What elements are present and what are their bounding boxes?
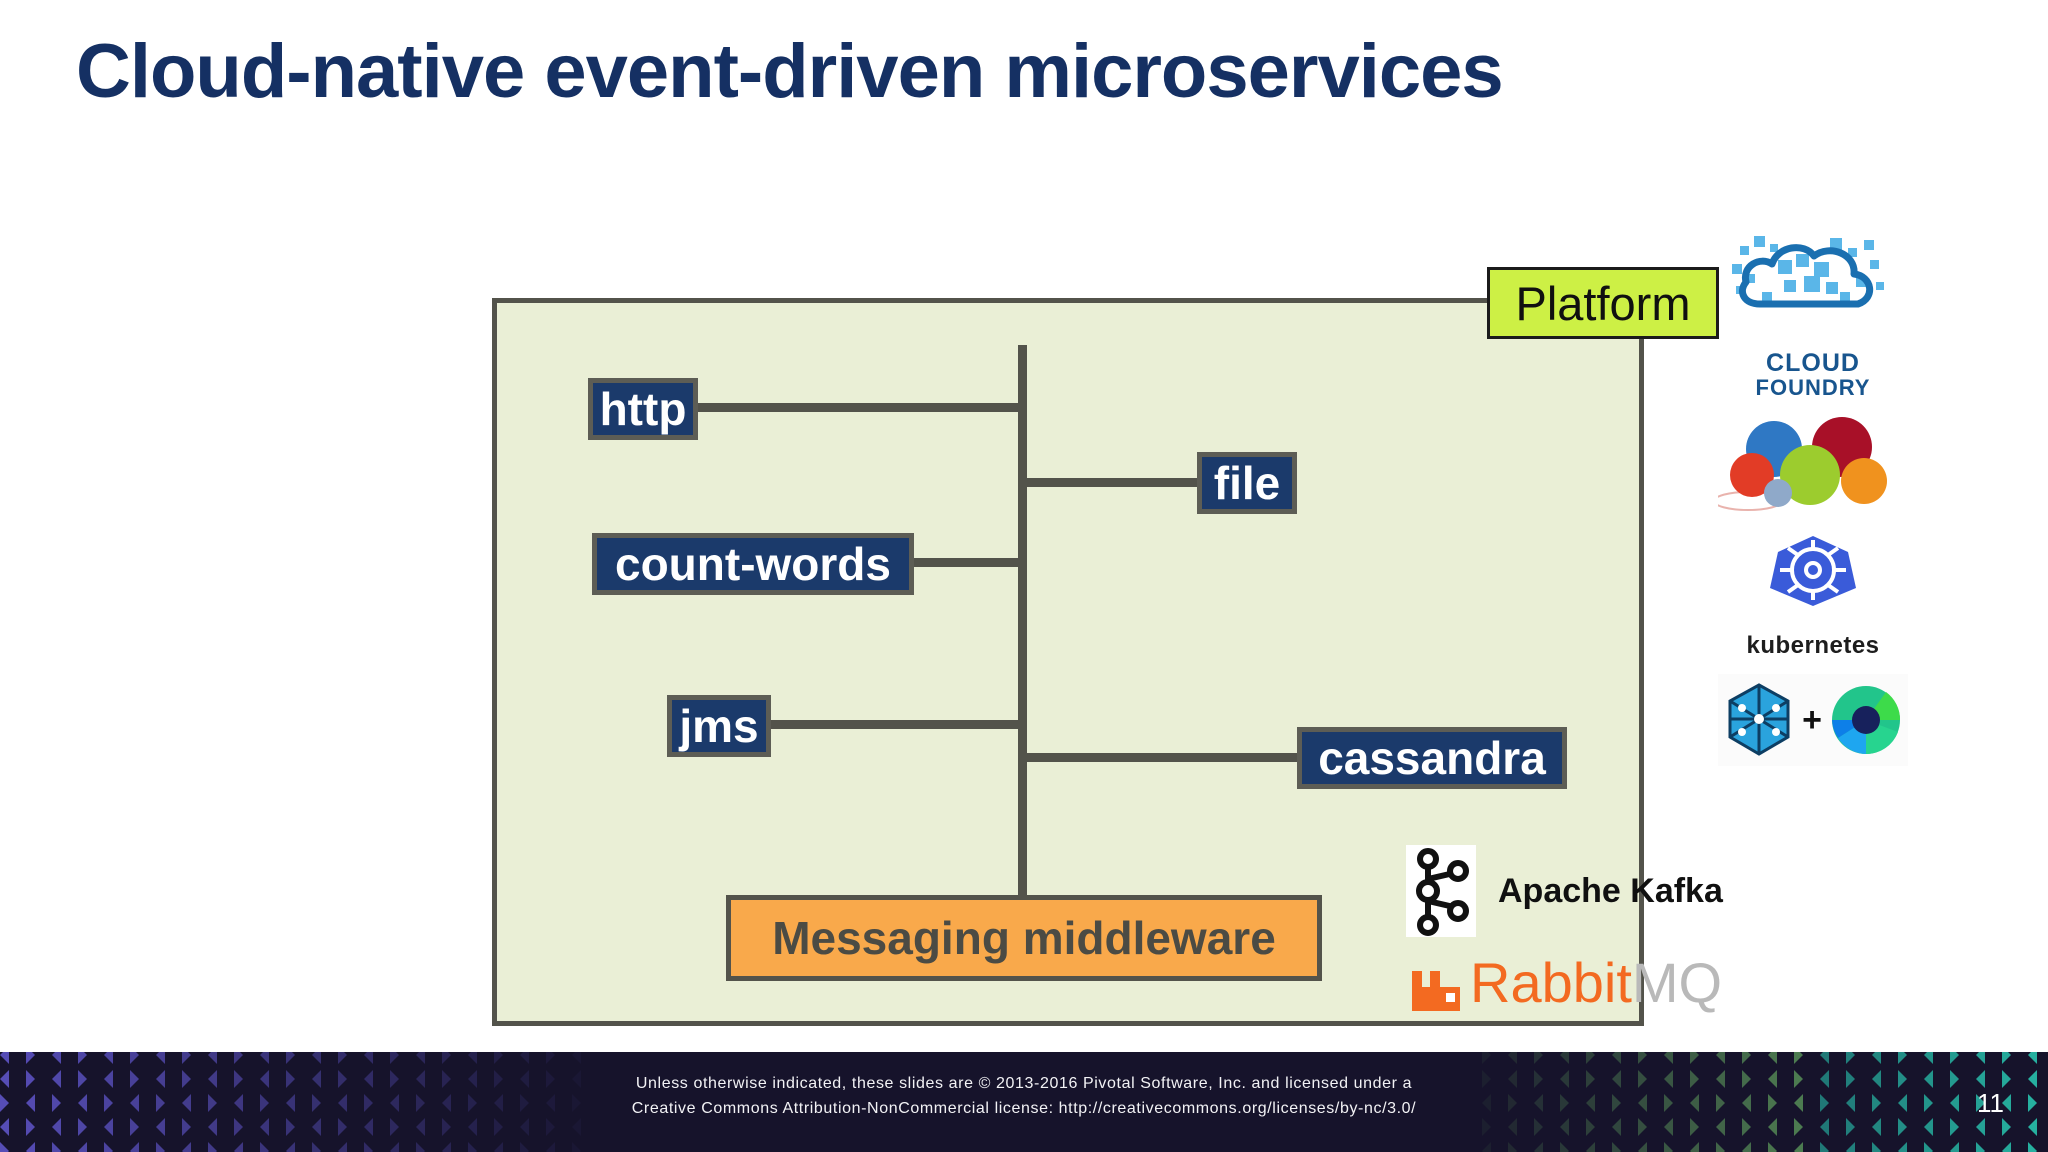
plus-icon: + bbox=[1802, 700, 1822, 739]
platform-callout[interactable]: Platform bbox=[1487, 267, 1719, 339]
node-cassandra[interactable]: cassandra bbox=[1297, 727, 1567, 789]
kafka-icon bbox=[1406, 845, 1476, 937]
rabbitmq-logo: Rabbit MQ bbox=[1408, 955, 1722, 1011]
node-jms[interactable]: jms bbox=[667, 695, 771, 757]
apache-mesos-icon bbox=[1713, 413, 1908, 518]
cloud-foundry-icon bbox=[1718, 230, 1908, 350]
slide-footer: Unless otherwise indicated, these slides… bbox=[0, 1052, 2048, 1152]
footer-decoration bbox=[0, 1052, 2048, 1152]
kafka-label: Apache Kafka bbox=[1498, 871, 1723, 910]
connector-file bbox=[1022, 478, 1202, 487]
kubernetes-icon bbox=[1718, 532, 1908, 632]
rabbitmq-word-rabbit: Rabbit bbox=[1470, 951, 1632, 1014]
connector-spine bbox=[1018, 345, 1027, 900]
kubernetes-logo: kubernetes bbox=[1718, 532, 1908, 660]
yarn-ambari-logo: + bbox=[1718, 674, 1908, 767]
messaging-middleware-box[interactable]: Messaging middleware bbox=[726, 895, 1322, 981]
page-title: Cloud-native event-driven microservices bbox=[76, 29, 1504, 114]
footer-copyright: Unless otherwise indicated, these slides… bbox=[631, 1075, 1417, 1117]
connector-http bbox=[694, 403, 1024, 412]
cloud-foundry-wordmark: CLOUD FOUNDRY bbox=[1755, 349, 1871, 401]
page-number: 11 bbox=[1977, 1088, 2004, 1118]
rabbitmq-icon bbox=[1408, 959, 1464, 1011]
connector-jms bbox=[767, 720, 1024, 729]
connector-count-words bbox=[910, 558, 1024, 567]
apache-mesos-logo bbox=[1713, 413, 1908, 518]
node-http[interactable]: http bbox=[588, 378, 698, 440]
node-count-words[interactable]: count-words bbox=[592, 533, 914, 595]
apache-kafka-logo: Apache Kafka bbox=[1406, 845, 1723, 937]
kubernetes-wordmark: kubernetes bbox=[1746, 632, 1880, 660]
connector-cassandra bbox=[1022, 753, 1302, 762]
node-file[interactable]: file bbox=[1197, 452, 1297, 514]
rabbitmq-word-mq: MQ bbox=[1631, 951, 1723, 1014]
yarn-ambari-icon: + bbox=[1718, 674, 1908, 767]
platform-logo-column: CLOUD FOUNDRY bbox=[1713, 230, 1918, 780]
cloud-foundry-logo: CLOUD FOUNDRY bbox=[1718, 230, 1908, 399]
